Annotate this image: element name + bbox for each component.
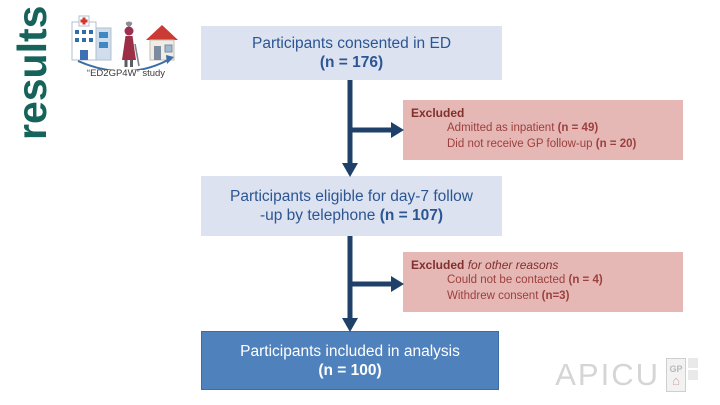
apicu-watermark: APICU GP ⌂ bbox=[555, 358, 698, 392]
elderly-person-icon bbox=[122, 21, 140, 67]
apicu-logo-house-glyph: ⌂ bbox=[672, 372, 680, 388]
study-logo-caption: “ED2GP4W” study bbox=[86, 68, 166, 79]
apicu-watermark-text: APICU bbox=[555, 357, 660, 392]
excluded1-header: Excluded bbox=[411, 106, 465, 120]
arrowhead-consented-to-eligible bbox=[342, 163, 358, 177]
eligible-line2: -up by telephone (n = 107) bbox=[259, 207, 444, 224]
house-icon bbox=[146, 25, 178, 61]
consented-n: (n = 176) bbox=[319, 54, 384, 71]
analysis-line1: Participants included in analysis bbox=[240, 343, 460, 360]
flow-box-excluded-1: Excluded Admitted as inpatient (n = 49) … bbox=[403, 100, 683, 160]
flow-box-excluded-2: Excluded for other reasons Could not be … bbox=[403, 252, 683, 312]
arrowhead-eligible-to-analysis bbox=[342, 318, 358, 332]
excluded2-header: Excluded for other reasons bbox=[411, 258, 559, 272]
excluded1-item1: Admitted as inpatient (n = 49) bbox=[447, 122, 599, 134]
study-logo-graphic bbox=[71, 15, 178, 70]
slide-vertical-title: results bbox=[9, 5, 55, 140]
apicu-logo-icon: GP ⌂ bbox=[666, 358, 698, 392]
analysis-n: (n = 100) bbox=[318, 362, 382, 379]
excluded2-item1: Could not be contacted (n = 4) bbox=[447, 274, 603, 286]
consented-line1: Participants consented in ED bbox=[251, 35, 452, 52]
journey-arc-arrow-icon bbox=[77, 55, 174, 70]
excluded1-item2: Did not receive GP follow-up (n = 20) bbox=[447, 137, 637, 150]
apicu-logo-gp-label: GP bbox=[669, 363, 683, 374]
excluded2-item2: Withdrew consent (n=3) bbox=[447, 289, 570, 302]
eligible-line1: Participants eligible for day-7 follow bbox=[230, 188, 473, 205]
flow-box-consented: Participants consented in ED (n = 176) bbox=[201, 26, 502, 80]
study-logo: “ED2GP4W” study bbox=[66, 14, 186, 82]
hospital-icon bbox=[71, 15, 112, 61]
flow-box-analysis: Participants included in analysis (n = 1… bbox=[201, 331, 499, 390]
flow-box-eligible: Participants eligible for day-7 follow -… bbox=[201, 176, 502, 236]
